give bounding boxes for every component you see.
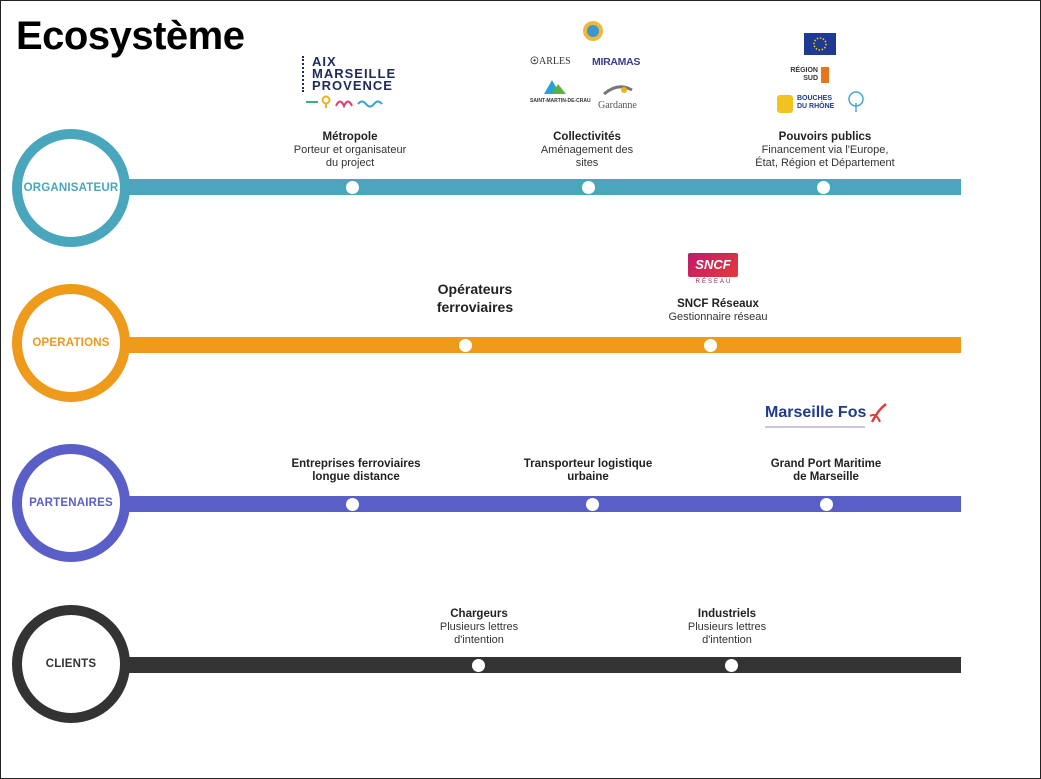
node-desc: État, Région et Département <box>755 157 895 169</box>
eu-flag-icon <box>804 33 836 55</box>
sncf-reseau-logo: SNCF RÉSEAU <box>688 253 740 289</box>
bdr-logo-line: DU RHÔNE <box>797 103 835 110</box>
marseille-fos-underline <box>765 426 865 428</box>
node-title: Grand Port Maritime <box>770 458 882 470</box>
node-title: Pouvoirs publics <box>778 131 872 143</box>
villes-logos: ☉ARLES MIRAMAS SAINT-MARTIN-DE-CRAU Gard… <box>530 18 655 118</box>
node-desc: Gestionnaire réseau <box>668 311 768 323</box>
bdr-mark-icon <box>777 95 793 113</box>
operations-line <box>100 337 961 353</box>
operations-circle: OPERATIONS <box>12 284 130 402</box>
gardanne-icon <box>603 85 633 96</box>
node-title: ferroviaires <box>436 299 514 315</box>
node-transporteur-logistique: Transporteur logistique urbaine <box>488 458 688 484</box>
timeline-node <box>345 498 359 511</box>
node-title: longue distance <box>312 471 400 483</box>
marseille-fos-logo: Marseille Fos <box>765 403 895 440</box>
arles-logo-mark: ☉ <box>530 56 539 67</box>
amp-wave-icon <box>306 95 383 109</box>
node-title: urbaine <box>567 471 609 483</box>
node-title: SNCF Réseaux <box>677 298 759 310</box>
node-title: de Marseille <box>793 471 859 483</box>
node-pouvoirs-publics: Pouvoirs publics Financement via l'Europ… <box>725 131 925 170</box>
operations-label: OPERATIONS <box>32 337 110 349</box>
region-sud-mark-icon <box>821 67 829 83</box>
node-title: Entreprises ferroviaires <box>291 458 421 470</box>
node-title: Transporteur logistique <box>523 458 653 470</box>
node-desc: Plusieurs lettres <box>439 621 519 633</box>
node-desc: Aménagement des <box>540 144 634 156</box>
node-desc: sites <box>575 157 599 169</box>
node-desc: Plusieurs lettres <box>687 621 767 633</box>
node-grand-port-maritime: Grand Port Maritime de Marseille <box>726 458 926 484</box>
amp-logo-line: MARSEILLE <box>312 66 397 81</box>
arles-logo: ARLES <box>538 56 571 67</box>
amp-metropole-logo: AIX MARSEILLE PROVENCE <box>302 54 412 109</box>
saint-martin-logo: SAINT-MARTIN-DE-CRAU <box>530 98 591 104</box>
node-title: Industriels <box>697 608 757 620</box>
timeline-node <box>724 659 738 672</box>
node-title: Chargeurs <box>450 608 508 620</box>
region-logo-line: SUD <box>803 75 818 82</box>
tree-icon <box>848 91 864 112</box>
timeline-node <box>581 181 595 194</box>
node-desc: Financement via l'Europe, <box>761 144 889 156</box>
gardanne-logo: Gardanne <box>598 100 637 111</box>
sncf-logo-sub: RÉSEAU <box>695 279 733 285</box>
clients-label: CLIENTS <box>45 658 97 670</box>
timeline-node <box>585 498 599 511</box>
node-desc: Porteur et organisateur <box>293 144 407 156</box>
timeline-node <box>816 181 830 194</box>
node-chargeurs: Chargeurs Plusieurs lettres d'intention <box>379 608 579 647</box>
node-industriels: Industriels Plusieurs lettres d'intentio… <box>627 608 827 647</box>
pouvoirs-publics-logos: RÉGION SUD BOUCHES DU RHÔNE <box>775 33 870 121</box>
node-sncf-reseaux: SNCF Réseaux Gestionnaire réseau <box>618 298 818 324</box>
ville-emblem-icon <box>583 21 603 41</box>
clients-circle: CLIENTS <box>12 605 130 723</box>
timeline-node <box>819 498 833 511</box>
organisateur-line <box>100 179 961 195</box>
amp-logo-line: AIX <box>312 54 337 69</box>
node-operateurs-ferroviaires: Opérateurs ferroviaires <box>375 280 575 316</box>
partenaires-label: PARTENAIRES <box>29 497 113 509</box>
timeline-node <box>471 659 485 672</box>
page-title: Ecosystème <box>16 14 245 58</box>
bdr-logo-line: BOUCHES <box>797 95 833 102</box>
node-desc: du project <box>325 157 375 169</box>
node-metropole: Métropole Porteur et organisateur du pro… <box>250 131 450 170</box>
node-title: Collectivités <box>553 131 621 143</box>
node-entreprises-ferroviaires: Entreprises ferroviaires longue distance <box>256 458 456 484</box>
timeline-node <box>703 339 717 352</box>
marseille-fos-text: Marseille Fos <box>765 404 867 421</box>
organisateur-label: ORGANISATEUR <box>23 182 119 194</box>
miramas-logo: MIRAMAS <box>592 56 641 68</box>
marseille-fos-mark-icon <box>869 403 887 423</box>
partenaires-circle: PARTENAIRES <box>12 444 130 562</box>
clients-line <box>100 657 961 673</box>
timeline-node <box>458 339 472 352</box>
node-desc: d'intention <box>702 634 752 646</box>
node-desc: d'intention <box>454 634 504 646</box>
region-logo-line: RÉGION <box>790 67 818 74</box>
amp-logo-line: PROVENCE <box>312 78 393 93</box>
organisateur-circle: ORGANISATEUR <box>12 129 130 247</box>
timeline-node <box>345 181 359 194</box>
node-collectivites: Collectivités Aménagement des sites <box>487 131 687 170</box>
saint-martin-icon <box>544 80 566 94</box>
sncf-logo-text: SNCF <box>688 253 738 277</box>
partenaires-line <box>100 496 961 512</box>
node-title: Métropole <box>322 131 378 143</box>
node-title: Opérateurs <box>437 281 513 297</box>
